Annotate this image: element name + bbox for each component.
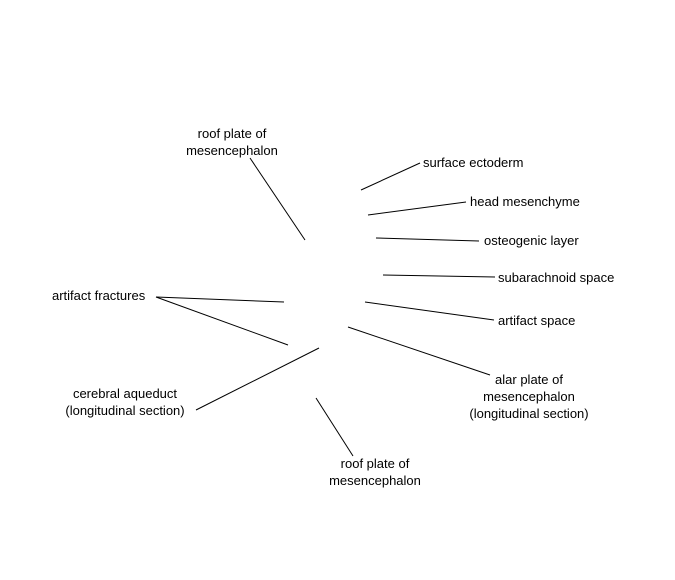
leader-alar-plate <box>347 326 491 376</box>
label-head-mesenchyme: head mesenchyme <box>470 194 580 209</box>
label-osteogenic-layer: osteogenic layer <box>484 233 579 248</box>
leader-roof-plate-bottom <box>315 397 354 457</box>
label-surface-ectoderm: surface ectoderm <box>423 155 524 170</box>
leader-surface-ectoderm <box>360 162 421 191</box>
leader-artifact-fractures-2 <box>155 296 289 346</box>
leader-roof-plate-top <box>249 157 306 241</box>
leader-head-mesenchyme <box>367 201 467 216</box>
label-artifact-space: artifact space <box>498 313 576 328</box>
leader-artifact-fractures-1 <box>155 296 285 303</box>
leader-osteogenic-layer <box>375 237 480 242</box>
leader-cerebral-aqueduct <box>195 347 320 411</box>
leader-artifact-space <box>364 301 495 321</box>
label-cerebral-aqueduct: cerebral aqueduct (longitudinal section) <box>65 386 185 418</box>
label-subarachnoid-space: subarachnoid space <box>498 270 615 285</box>
label-roof-plate-top: roof plate of mesencephalon <box>186 126 278 158</box>
leader-subarachnoid-space <box>382 274 496 278</box>
label-artifact-fractures: artifact fractures <box>52 288 146 303</box>
label-roof-plate-bottom: roof plate of mesencephalon <box>329 456 421 488</box>
label-alar-plate: alar plate of mesencephalon (longitudina… <box>469 372 589 421</box>
